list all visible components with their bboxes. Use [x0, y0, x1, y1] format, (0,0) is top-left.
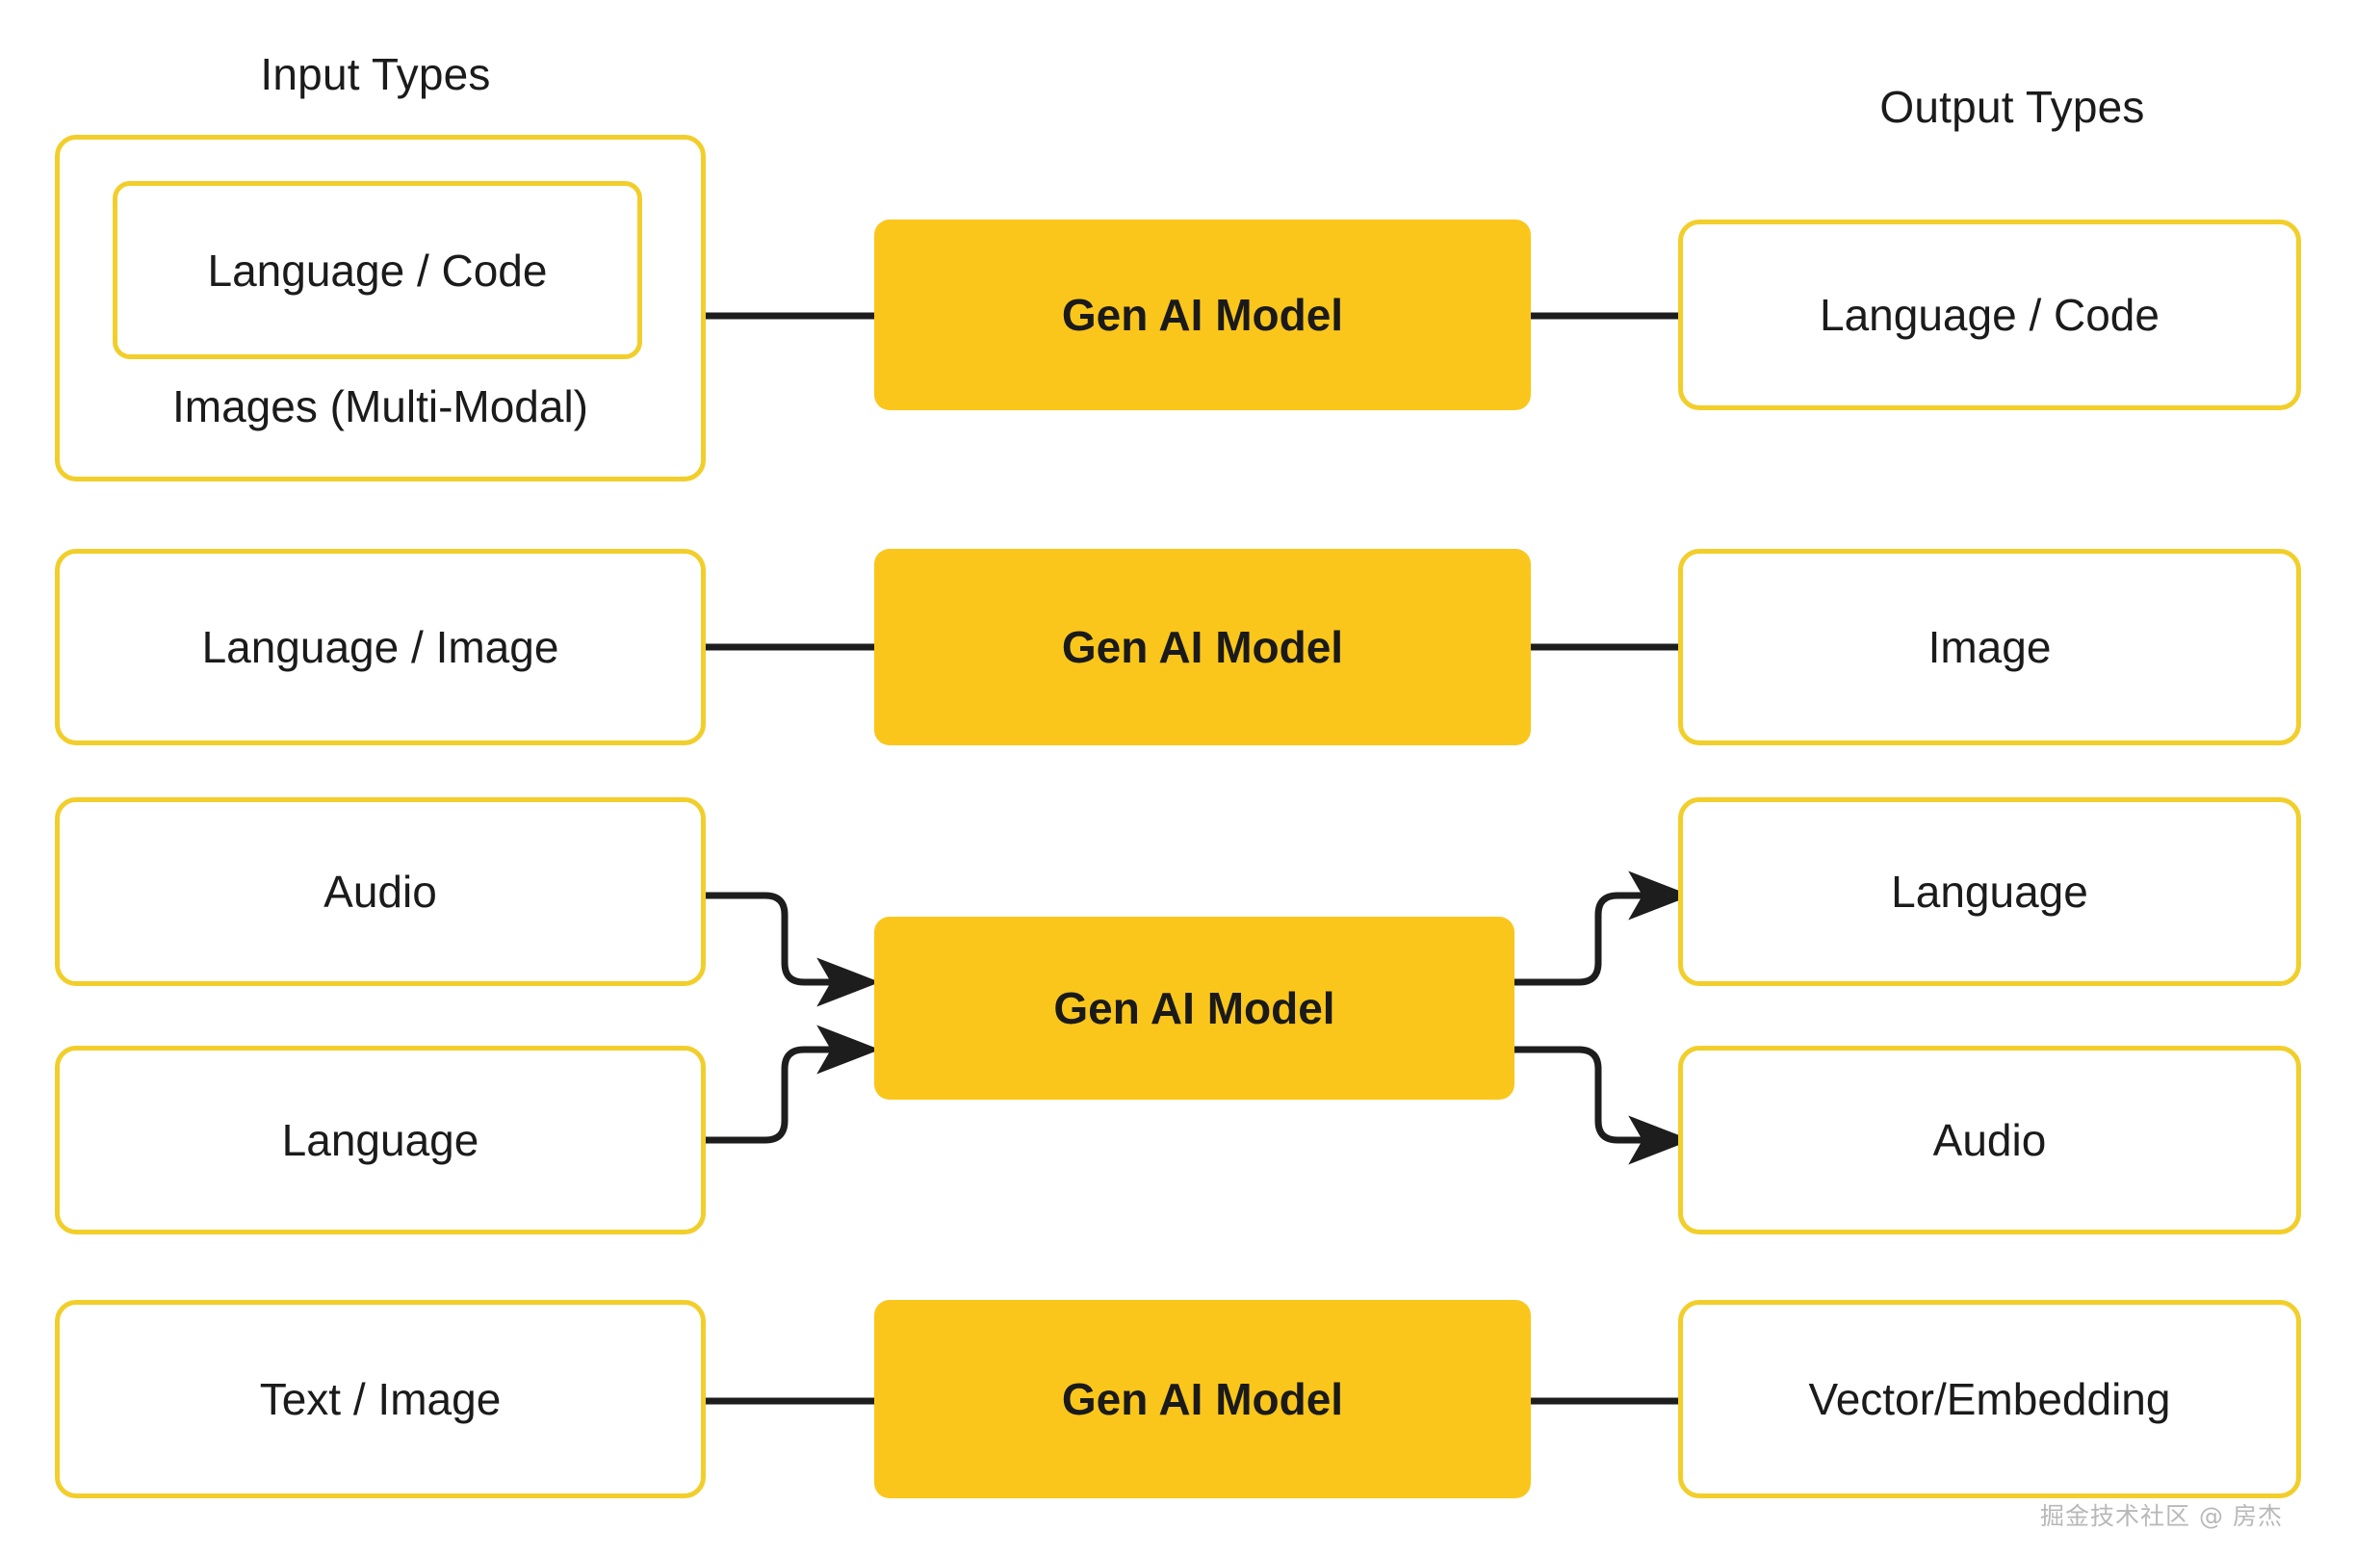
model-box-row4[interactable]: Gen AI Model [874, 1300, 1531, 1498]
input-label-audio: Audio [323, 867, 437, 917]
input-types-header: Input Types [260, 49, 491, 99]
model-label-row1: Gen AI Model [1061, 290, 1344, 340]
model-label-row2: Gen AI Model [1061, 622, 1344, 672]
arrow-row3-model-to-audio [1514, 1046, 1692, 1165]
arrow-row3-model-to-language [1514, 870, 1692, 986]
arrow-row3-audio-to-model [706, 892, 880, 1007]
arrow-row3-language-to-model [706, 1025, 880, 1144]
output-box-language[interactable]: Language [1678, 797, 2301, 986]
input-label-images-multimodal: Images (Multi-Modal) [172, 381, 588, 431]
input-box-row4[interactable]: Text / Image [55, 1300, 706, 1498]
model-box-row2[interactable]: Gen AI Model [874, 549, 1531, 745]
input-label-row4: Text / Image [259, 1374, 502, 1424]
model-label-row3: Gen AI Model [1053, 983, 1335, 1033]
watermark: 掘金技术社区 @ 房杰 [2040, 1502, 2283, 1530]
model-label-row4: Gen AI Model [1061, 1374, 1344, 1424]
input-label-row2: Language / Image [201, 622, 559, 672]
output-label-audio: Audio [1932, 1115, 2047, 1165]
output-label-row4: Vector/Embedding [1808, 1374, 2171, 1424]
output-box-row2[interactable]: Image [1678, 549, 2301, 745]
input-box-language[interactable]: Language [55, 1046, 706, 1234]
model-box-row3[interactable]: Gen AI Model [874, 917, 1514, 1100]
output-label-language: Language [1891, 867, 2088, 917]
output-box-audio[interactable]: Audio [1678, 1046, 2301, 1234]
input-box-language-code[interactable]: Language / Code [113, 181, 642, 359]
input-box-row2[interactable]: Language / Image [55, 549, 706, 745]
output-types-header: Output Types [1879, 82, 2145, 132]
output-label-row1: Language / Code [1820, 290, 2160, 340]
output-label-row2: Image [1927, 622, 2052, 672]
model-box-row1[interactable]: Gen AI Model [874, 220, 1531, 410]
input-label-language: Language [281, 1115, 479, 1165]
input-group-row1[interactable]: Language / Code Images (Multi-Modal) [55, 135, 706, 481]
input-box-audio[interactable]: Audio [55, 797, 706, 986]
output-box-row4[interactable]: Vector/Embedding [1678, 1300, 2301, 1498]
input-label-language-code: Language / Code [207, 245, 548, 296]
output-box-row1[interactable]: Language / Code [1678, 220, 2301, 410]
